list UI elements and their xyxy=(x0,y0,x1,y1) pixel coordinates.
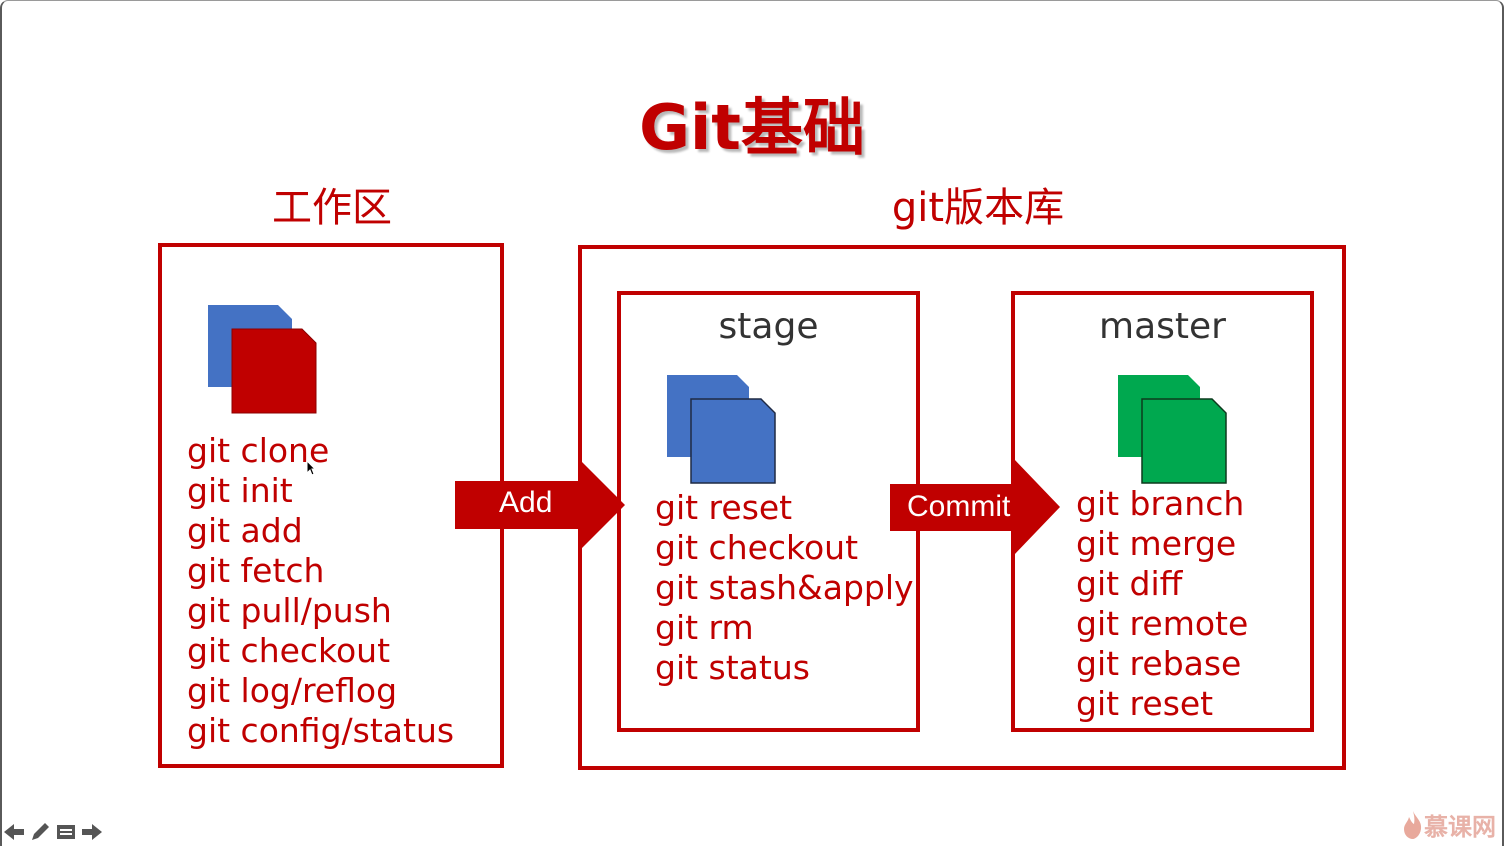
workspace-heading: 工作区 xyxy=(272,185,392,231)
stage-command: git rm xyxy=(655,608,754,647)
flame-icon xyxy=(1404,810,1422,839)
menu-icon[interactable] xyxy=(54,820,78,844)
master-command: git remote xyxy=(1076,604,1249,643)
imooc-watermark: 慕课网 xyxy=(1402,807,1496,842)
workspace-command: git add xyxy=(187,511,303,550)
workspace-command: git clone xyxy=(187,431,330,470)
workspace-files-icon xyxy=(208,305,317,414)
add-arrow-label: Add xyxy=(499,486,553,519)
master-files-icon xyxy=(1118,375,1227,484)
workspace-command: git checkout xyxy=(187,631,391,670)
workspace-command-list: git clone git init git add git fetch git… xyxy=(187,431,454,751)
master-command: git reset xyxy=(1076,684,1214,723)
workspace-command: git config/status xyxy=(187,711,455,750)
mouse-cursor-icon xyxy=(306,460,316,476)
stage-files-icon xyxy=(667,375,776,484)
master-command: git diff xyxy=(1076,564,1183,603)
watermark-text: 慕课网 xyxy=(1424,813,1496,841)
workspace-command: git init xyxy=(187,471,293,510)
arrow-right-icon[interactable] xyxy=(80,820,104,844)
workspace-command: git log/reflog xyxy=(187,671,398,710)
master-label: master xyxy=(1099,306,1226,347)
stage-command-list: git reset git checkout git stash&apply g… xyxy=(655,488,914,688)
master-command-list: git branch git merge git diff git remote… xyxy=(1076,484,1248,724)
commit-arrow-icon xyxy=(890,459,1060,555)
master-command: git branch xyxy=(1076,484,1245,523)
stage-label: stage xyxy=(718,306,819,347)
workspace-command: git fetch xyxy=(187,551,325,590)
commit-arrow-label: Commit xyxy=(907,490,1011,523)
slide-title: Git基础 xyxy=(639,91,865,164)
pen-icon[interactable] xyxy=(28,820,52,844)
stage-command: git stash&apply xyxy=(655,568,914,607)
arrow-left-icon[interactable] xyxy=(2,820,26,844)
workspace-command: git pull/push xyxy=(187,591,392,630)
add-arrow: Add xyxy=(455,459,627,551)
repository-heading: git版本库 xyxy=(891,185,1065,231)
stage-command: git status xyxy=(655,648,810,687)
stage-command: git checkout xyxy=(655,528,859,567)
master-command: git merge xyxy=(1076,524,1237,563)
master-command: git rebase xyxy=(1076,644,1242,683)
commit-arrow: Commit xyxy=(890,459,1062,555)
add-arrow-icon xyxy=(455,459,625,551)
stage-command: git reset xyxy=(655,488,793,527)
presentation-toolbar xyxy=(2,820,104,844)
